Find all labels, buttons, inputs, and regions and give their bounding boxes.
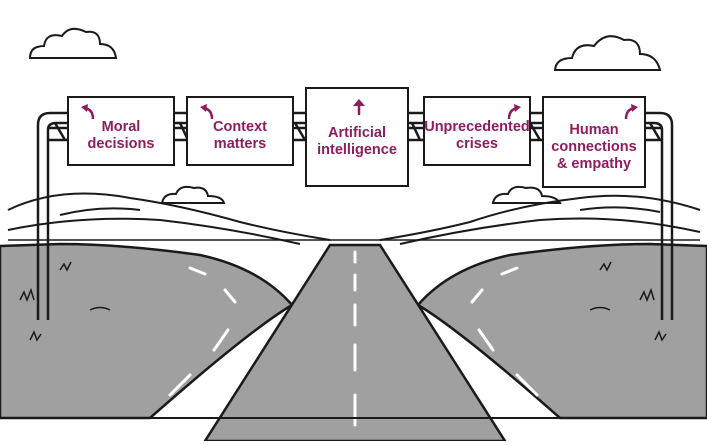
up-arrow-icon xyxy=(353,99,365,115)
cloud-left-icon xyxy=(28,27,118,59)
cloud-small-left-icon xyxy=(160,185,226,204)
sign-label: Moral decisions xyxy=(87,119,155,152)
lane-dashes-right xyxy=(470,266,539,397)
sign-unprecedented-crises: Unprecedented crises xyxy=(423,96,531,166)
sign-label: Unprecedented crises xyxy=(424,119,530,152)
sign-label: Context matters xyxy=(213,119,267,152)
up-right-arrow-icon xyxy=(507,104,521,120)
sign-label: Artificial intelligence xyxy=(317,125,397,158)
sign-context-matters: Context matters xyxy=(186,96,294,166)
cloud-small-right-icon xyxy=(491,185,562,204)
up-left-arrow-icon xyxy=(200,104,214,120)
roads xyxy=(0,242,707,443)
hills xyxy=(7,192,701,245)
up-left-arrow-icon xyxy=(81,104,95,120)
sign-moral-decisions: Moral decisions xyxy=(67,96,175,166)
up-right-arrow-icon xyxy=(624,104,638,120)
sign-artificial-intelligence: Artificial intelligence xyxy=(305,87,409,187)
sign-label: Human connections & empathy xyxy=(551,121,637,172)
cloud-right-icon xyxy=(553,35,662,71)
lane-dashes-left xyxy=(168,266,237,397)
sign-human-connections: Human connections & empathy xyxy=(542,96,646,188)
grass-tufts xyxy=(19,261,667,342)
